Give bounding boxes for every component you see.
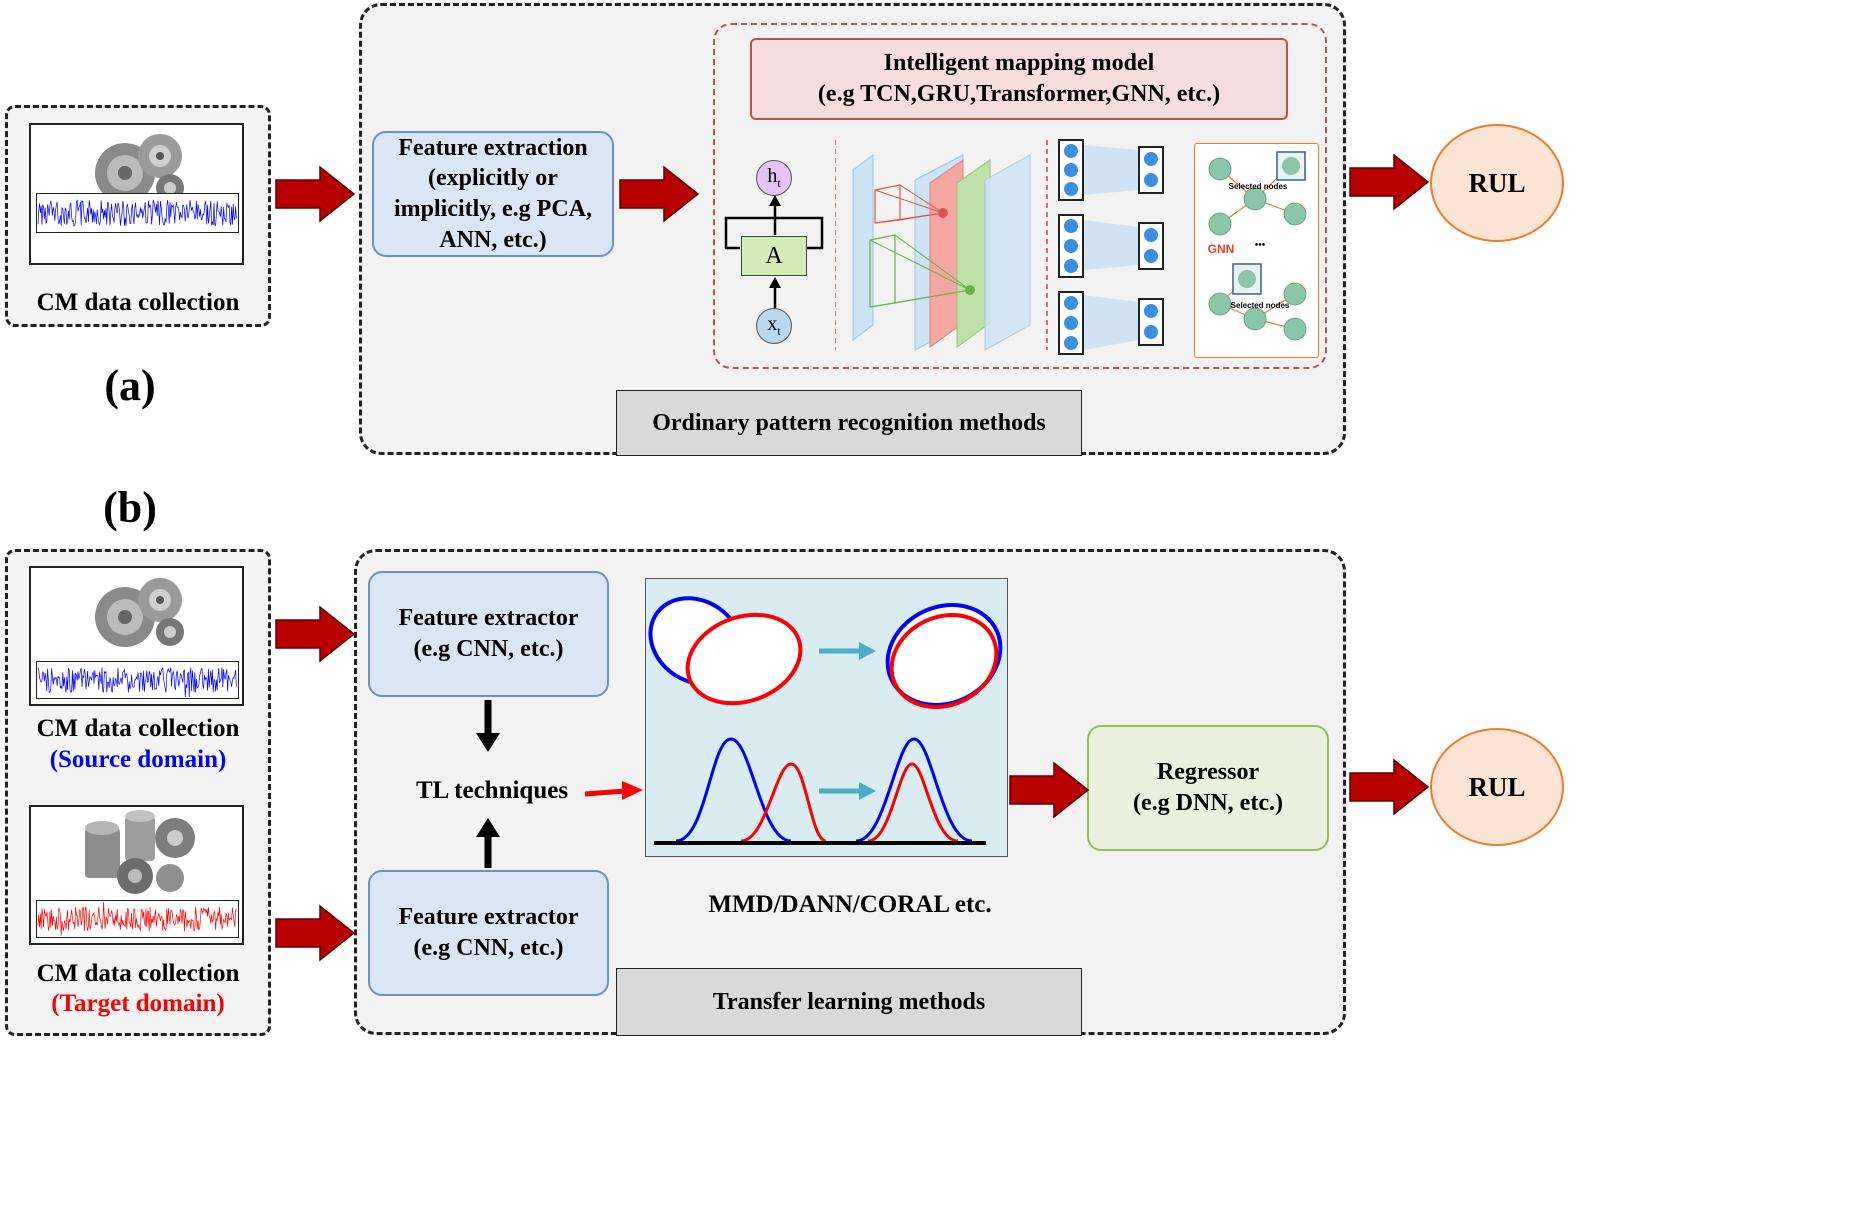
target-signal-waveform — [36, 900, 239, 938]
source-domain-label: (Source domain) — [49, 746, 227, 773]
signal-trace — [37, 667, 237, 698]
transfer-methods-label: Transfer learning methods — [616, 968, 1082, 1036]
gnn-node-caption-1: Selected nodes — [1228, 182, 1288, 191]
arrow-regressor-to-rul — [1349, 759, 1429, 815]
regressor-title: Regressor — [1156, 759, 1260, 786]
domain-alignment-illustration — [645, 578, 1008, 857]
cm-caption-target: CM data collection — [36, 960, 240, 987]
gnn-ellipsis: ••• — [1254, 240, 1266, 251]
feature-extractor-target-example: (e.g CNN, etc.) — [413, 935, 564, 961]
tl-techniques-label: TL techniques — [415, 777, 569, 804]
arrow-source-to-extractor — [275, 606, 355, 662]
intelligent-model-frame — [713, 23, 1327, 369]
source-signal-waveform-b — [36, 661, 239, 699]
gear-icon — [80, 128, 190, 210]
model-examples: (e.g TCN,GRU,Transformer,GNN, etc.) — [817, 81, 1221, 107]
section-a-label: (a) — [104, 361, 156, 410]
feature-extractor-source-title: Feature extractor — [398, 605, 579, 632]
rnn-cell-label: A — [765, 242, 783, 269]
signal-trace — [37, 199, 237, 227]
gnn-illustration: Selected nodes GNN ••• Selected nodes — [1194, 143, 1319, 358]
rnn-arrows — [760, 190, 790, 320]
arrow-cm-to-feature — [275, 166, 355, 222]
mmd-caption: MMD/DANN/CORAL etc. — [708, 891, 992, 918]
model-title-box: Intelligent mapping model (e.g TCN,GRU,T… — [750, 38, 1288, 120]
regressor-example: (e.g DNN, etc.) — [1133, 790, 1283, 816]
feature-extractor-target-box: Feature extractor (e.g CNN, etc.) — [368, 870, 609, 996]
target-domain-label: (Target domain) — [51, 990, 225, 1017]
gnn-node-caption-2: Selected nodes — [1230, 301, 1290, 310]
cm-caption-source: CM data collection — [36, 715, 240, 742]
feature-extractor-source-box: Feature extractor (e.g CNN, etc.) — [368, 571, 609, 697]
regressor-box: Regressor (e.g DNN, etc.) — [1087, 725, 1329, 851]
feature-extraction-line-1: (explicitly or — [428, 165, 558, 192]
section-b-label: (b) — [103, 483, 157, 532]
hidden-state-label: h — [767, 165, 778, 188]
hidden-state-subscript: t — [777, 176, 781, 191]
cm-caption-a: CM data collection — [36, 289, 240, 316]
gru-network-illustration — [1055, 135, 1180, 360]
source-gear-icon — [80, 572, 190, 654]
input-subscript: t — [777, 324, 781, 339]
source-signal-waveform — [36, 193, 239, 233]
feature-extractor-source-example: (e.g CNN, etc.) — [413, 636, 564, 662]
feature-extractor-target-title: Feature extractor — [398, 904, 579, 931]
rul-output-a: RUL — [1430, 124, 1564, 242]
feature-extraction-box: Feature extraction (explicitly or implic… — [372, 131, 614, 257]
input-label: x — [767, 313, 778, 336]
signal-trace — [37, 901, 237, 936]
feature-extraction-title: Feature extraction — [398, 134, 588, 161]
rnn-cell: A — [741, 236, 807, 276]
feature-extraction-line-3: ANN, etc.) — [439, 226, 547, 253]
arrow-target-to-extractor — [275, 905, 355, 961]
rul-output-b: RUL — [1430, 728, 1564, 846]
feature-extraction-line-2: implicitly, e.g PCA, — [394, 196, 592, 222]
gnn-label: GNN — [1207, 242, 1235, 256]
ordinary-methods-label: Ordinary pattern recognition methods — [616, 390, 1082, 456]
model-title: Intelligent mapping model — [883, 50, 1155, 77]
tcn-layers-illustration — [835, 135, 1050, 360]
input-node: xt — [756, 308, 792, 344]
target-gear-icon — [75, 808, 200, 896]
hidden-state-node: ht — [756, 160, 792, 196]
arrow-model-to-rul — [1349, 154, 1429, 210]
